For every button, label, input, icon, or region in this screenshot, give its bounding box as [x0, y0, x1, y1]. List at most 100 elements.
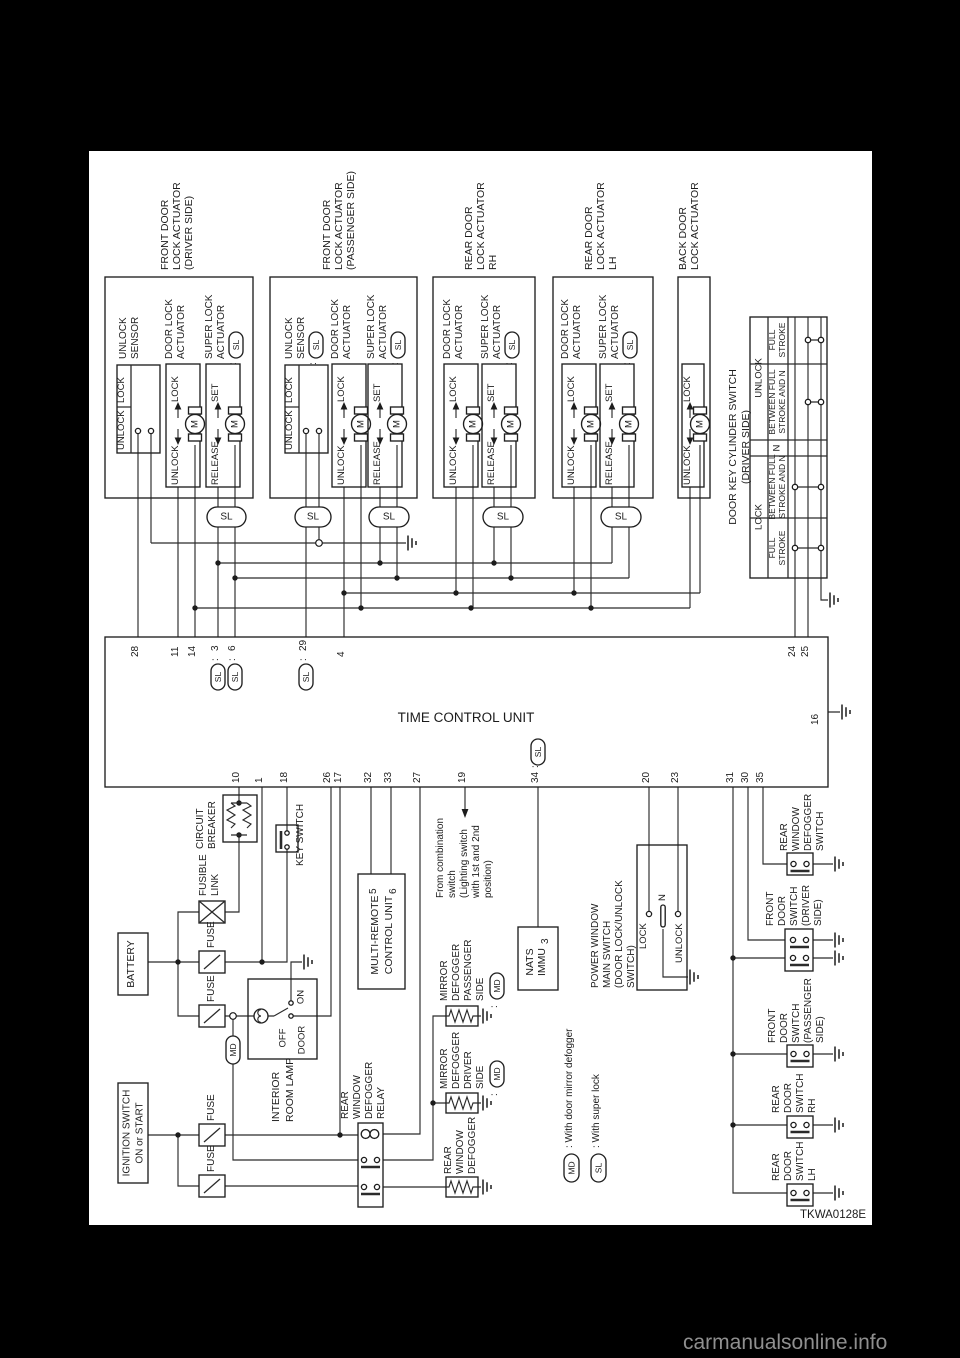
fuse-label: FUSE: [206, 1094, 217, 1121]
direction-label: UNLOCK: [566, 445, 577, 485]
door-key-cylinder-switch: DOOR KEY CYLINDER SWITCH (DRIVER SIDE) U…: [727, 316, 828, 579]
battery: BATTERY: [117, 932, 149, 996]
sl-tag: SL: [497, 512, 510, 523]
md-tag: MD: [492, 1067, 502, 1080]
door-label: DOOR: [297, 1026, 308, 1055]
relay-title: DEFOGGER: [364, 1062, 375, 1119]
defogger-label: MIRROR: [439, 960, 450, 1001]
super-lock-actuator-label: ACTUATOR: [216, 305, 227, 359]
pw-title: SWITCH): [626, 945, 637, 988]
pin-label: 32: [363, 771, 374, 783]
rear-door-lock-actuator-rh: REAR DOOR LOCK ACTUATOR RH DOOR LOCK ACT…: [432, 182, 536, 499]
box-title-line: (DRIVER SIDE): [183, 196, 195, 270]
fuse-label: FUSE: [206, 921, 217, 948]
unlock-sensor-label: UNLOCK: [284, 317, 295, 359]
relay-title: WINDOW: [352, 1075, 363, 1119]
lamp-title: INTERIOR: [270, 1071, 282, 1122]
page: [89, 151, 872, 1225]
switch-label: DOOR: [783, 1151, 794, 1181]
lock-position-label: LOCK: [638, 922, 649, 949]
box-title-line: RH: [487, 255, 499, 270]
box-title-line: FRONT DOOR: [321, 199, 333, 270]
interior-room-lamp: ON OFF DOOR INTERIOR ROOM LAMP: [247, 978, 318, 1122]
pin-label: 26: [322, 771, 333, 783]
circuit-breaker: CIRCUIT BREAKER: [195, 794, 258, 849]
lamp-lever: [273, 1007, 289, 1017]
sl-tag: SL: [311, 340, 321, 351]
note-line: (Lighting switch: [459, 829, 470, 898]
fuse-label: FUSE: [206, 1145, 217, 1172]
ignition-label: ON or START: [135, 1102, 146, 1163]
coil-icon: [360, 1128, 371, 1140]
switch-label: DEFOGGER: [803, 794, 814, 851]
colon: :: [530, 765, 541, 768]
keycyl-title: (DRIVER SIDE): [740, 410, 752, 484]
md-tag: MD: [492, 979, 502, 992]
colon: :: [489, 1005, 500, 1008]
switch-label: SWITCH: [789, 887, 800, 926]
switch-label: LH: [807, 1168, 818, 1181]
pin-label: 16: [810, 713, 821, 725]
sl-tag: SL: [383, 512, 396, 523]
box-title-line: LOCK ACTUATOR: [333, 182, 345, 270]
defogger-label: DEFOGGER: [467, 1117, 478, 1174]
direction-label: SET: [604, 383, 615, 402]
legend-sl-text: : With super lock: [591, 1073, 602, 1148]
direction-label: RELEASE: [372, 441, 383, 485]
sl-tag: SL: [230, 672, 240, 683]
box-title-line: LOCK ACTUATOR: [595, 182, 607, 270]
arrow-down-icon: [461, 809, 469, 818]
unlock-position-label: UNLOCK: [674, 923, 685, 963]
direction-label: LOCK: [682, 375, 693, 402]
fuse-label: FUSE: [206, 975, 217, 1002]
pin-label: 11: [170, 646, 181, 657]
combination-switch-note: From combination switch (Lighting switch…: [435, 809, 494, 899]
md-tag: MD: [228, 1043, 238, 1056]
door-lock-actuator-label: ACTUATOR: [176, 305, 187, 359]
direction-label: SET: [372, 383, 383, 402]
sl-tag: SL: [307, 512, 320, 523]
unlock-sensor-label: SENSOR: [296, 317, 307, 359]
unlock-sensor-label: UNLOCK: [118, 317, 129, 359]
pin-label: 28: [130, 645, 141, 657]
rear-window-defogger: REAR WINDOW DEFOGGER: [443, 1117, 479, 1198]
switch-label: DOOR: [779, 1013, 790, 1043]
switch-label: WINDOW: [791, 807, 802, 851]
stroke-label: BETWEEN FULL: [767, 369, 777, 434]
rear-window-defogger-switch: REAR WINDOW DEFOGGER SWITCH: [779, 794, 826, 876]
rear-door-lock-actuator-lh: REAR DOOR LOCK ACTUATOR LH DOOR LOCK ACT…: [552, 182, 654, 499]
switch-label: REAR: [771, 1085, 782, 1113]
pin-label: 18: [279, 771, 290, 783]
direction-label: UNLOCK: [448, 445, 459, 485]
pw-title: MAIN SWITCH: [602, 921, 613, 988]
stroke-label: FULL: [767, 537, 777, 558]
breaker-label: CIRCUIT: [195, 808, 206, 849]
front-door-switch-driver: FRONT DOOR SWITCH (DRIVER SIDE): [765, 885, 824, 972]
keycyl-title: DOOR KEY CYLINDER SWITCH: [727, 369, 739, 525]
stroke-label: FULL: [767, 329, 777, 350]
super-lock-actuator-label: ACTUATOR: [378, 305, 389, 359]
nats-immu: 3 NATS IMMU: [517, 926, 559, 991]
pin-label: 4: [336, 651, 347, 657]
pin-label: 14: [187, 645, 198, 657]
mrcu-title: CONTROL UNIT: [383, 895, 395, 974]
mrcu-title: MULTI-REMOTE: [369, 895, 381, 974]
direction-label: LOCK: [170, 375, 181, 402]
pw-title: POWER WINDOW: [590, 903, 601, 988]
door-lock-actuator-label: ACTUATOR: [342, 305, 353, 359]
door-lock-actuator-label: DOOR LOCK: [560, 299, 571, 359]
pin-label: 6: [388, 888, 399, 894]
box-title-line: FRONT DOOR: [159, 199, 171, 270]
box-title-line: REAR DOOR: [583, 206, 595, 270]
switch-label: SWITCH: [791, 1004, 802, 1043]
mirror-defogger-passenger: MIRROR DEFOGGER PASSENGER SIDE : MD: [439, 940, 505, 1027]
sl-tag: SL: [220, 512, 233, 523]
rear-window-defogger-relay: REAR WINDOW DEFOGGER RELAY: [340, 1062, 387, 1208]
door-lock-actuator-label: DOOR LOCK: [330, 299, 341, 359]
n-zone-label: N: [772, 444, 783, 451]
door-lock-actuator-label: ACTUATOR: [454, 305, 465, 359]
battery-label: BATTERY: [125, 940, 137, 987]
box-title-line: LH: [607, 257, 619, 270]
